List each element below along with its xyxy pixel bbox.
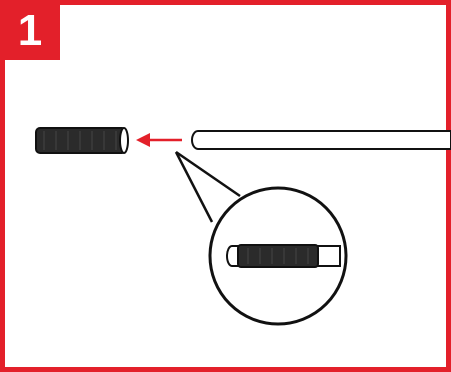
step-badge-background: [0, 0, 60, 60]
arrow-left-icon: [136, 133, 182, 147]
magnifier-callout-icon: [208, 186, 348, 326]
grip-on-tube: [237, 244, 319, 268]
handle-tube-icon: [191, 130, 451, 150]
step-number: 1: [17, 6, 43, 55]
callout-connector: [174, 150, 241, 223]
foam-grip-icon: [35, 127, 129, 154]
